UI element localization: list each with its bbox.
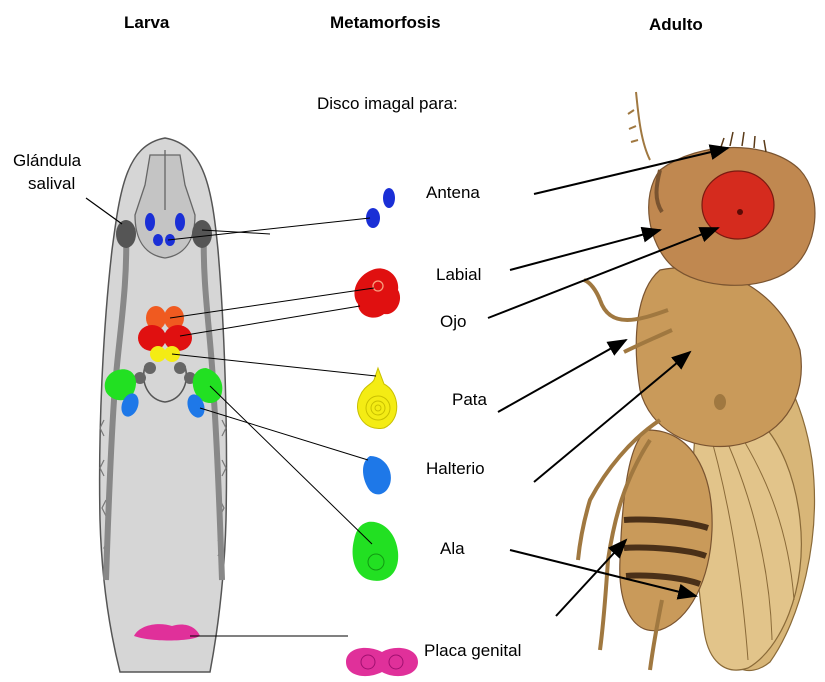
disc-antena-a [383,188,395,208]
salivary-gland-left [116,220,136,248]
arrow-placa-genital [556,540,626,616]
arrow-pata [498,340,626,412]
larva-disc-labial-1 [153,234,163,246]
disc-ojo [354,268,400,317]
fly-arista [628,92,650,160]
connector-ala [210,386,372,544]
arrow-labial [510,230,660,270]
adult-fly-illustration [578,92,815,671]
fly-eye-pupil [737,209,743,215]
larva-illustration [100,138,227,672]
fly-haltere [714,394,726,410]
larva-disc-antena-2 [175,213,185,231]
larva-disc-pata-1 [150,346,166,362]
gland-pointer-line [86,198,122,224]
disc-pata [357,368,396,429]
metamorfosis-discs [346,188,418,676]
larva-disc-antena-1 [145,213,155,231]
salivary-gland-right [192,220,212,248]
fly-abdomen [620,430,712,631]
disc-halterio [363,456,391,494]
larva-ganglion-1 [144,362,156,374]
fly-thorax [636,268,801,447]
disc-genital [346,648,418,676]
fly-eye [702,171,774,239]
disc-ala [353,522,399,581]
larva-ganglion-2 [174,362,186,374]
